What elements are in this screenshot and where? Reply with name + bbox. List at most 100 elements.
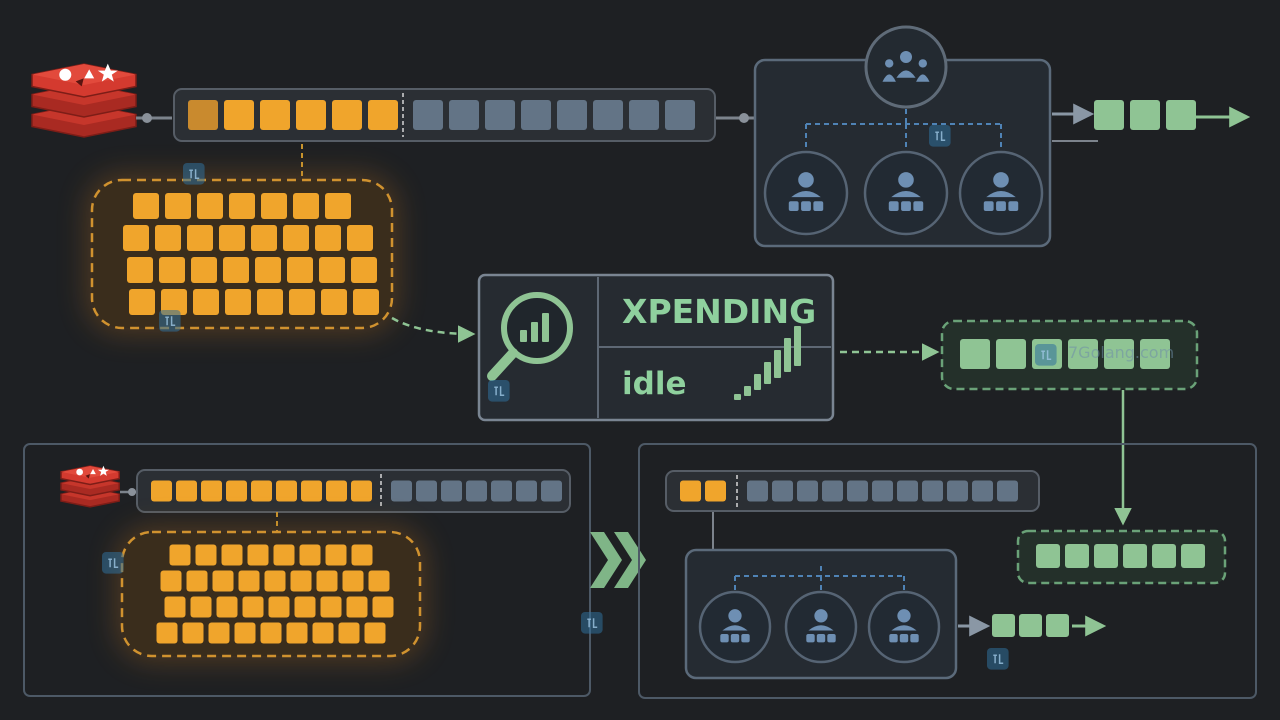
consumer-slot <box>720 634 729 643</box>
pending-entry <box>169 544 191 566</box>
acked-entry <box>972 480 993 502</box>
pending-entry <box>287 257 313 283</box>
acked-entry <box>847 480 868 502</box>
pending-entry <box>276 480 297 502</box>
pending-entry <box>123 225 149 251</box>
watermark-badge-icon <box>929 125 951 147</box>
acked-entry <box>747 480 768 502</box>
watermark-badge <box>1035 344 1057 366</box>
consumer-body <box>722 625 748 631</box>
pending-entry <box>247 544 269 566</box>
users-group-body <box>882 74 896 82</box>
consumer-head <box>728 609 742 623</box>
delivered-entry <box>1065 544 1089 568</box>
watermark-badge-icon <box>1035 344 1057 366</box>
watermark-glyph <box>993 654 1004 665</box>
redis-logo-icon <box>60 465 120 508</box>
pending-entry <box>155 225 181 251</box>
pending-entry <box>151 480 172 502</box>
pending-entry <box>251 480 272 502</box>
pending-entry <box>325 544 347 566</box>
pending-entry <box>187 225 213 251</box>
consumer-user-icon <box>698 590 772 664</box>
pending-entry <box>127 257 153 283</box>
redis-logo-mark <box>85 474 90 479</box>
users-group-head <box>885 59 894 68</box>
consumer-body <box>986 190 1016 198</box>
pending-entry <box>290 570 312 592</box>
pending-entry <box>326 480 347 502</box>
consumer-slot <box>827 634 836 643</box>
watermark-glyph <box>935 131 946 142</box>
pending-entry <box>195 544 217 566</box>
delivered-entry <box>1152 544 1176 568</box>
magnifier-chart-icon <box>487 292 573 381</box>
consumer-slot <box>788 201 799 212</box>
pending-entries-list-bottom <box>116 526 426 662</box>
pending-entry <box>161 289 187 315</box>
pending-entry <box>226 480 247 502</box>
watermark-badge <box>581 612 603 634</box>
delivered-entry <box>1046 614 1069 637</box>
watermark-badge <box>183 163 205 185</box>
signal-bar <box>744 386 751 396</box>
consumer-user-icon <box>784 590 858 664</box>
pending-entry <box>197 193 223 219</box>
producer-link-bottom <box>120 488 138 496</box>
consumer-head <box>798 172 814 188</box>
watermark-glyph <box>494 386 505 397</box>
pending-entry <box>191 257 217 283</box>
pending-entry <box>260 622 282 644</box>
pending-entry <box>368 100 398 130</box>
acked-entry <box>491 480 512 502</box>
pending-entry <box>257 289 283 315</box>
pending-entry <box>296 100 326 130</box>
acked-entry <box>872 480 893 502</box>
redis-logo-mark <box>90 469 96 475</box>
producer-link <box>136 113 172 123</box>
pending-entry <box>264 570 286 592</box>
pel-to-panel-arrow <box>391 316 476 343</box>
watermark-badge <box>102 552 124 574</box>
pending-entry <box>159 257 185 283</box>
consumer-head <box>814 609 828 623</box>
watermark-glyph <box>587 618 598 629</box>
consumer-body <box>891 625 917 631</box>
pending-entry <box>261 193 287 219</box>
redis-logo-mark <box>59 68 72 81</box>
delivered-entry <box>1019 614 1042 637</box>
acked-entry <box>772 480 793 502</box>
pending-entry <box>293 193 319 219</box>
pending-entry <box>160 570 182 592</box>
consumer-slot <box>910 634 919 643</box>
pending-entry <box>372 596 394 618</box>
consumer-head <box>993 172 1009 188</box>
users-group-head <box>918 59 927 68</box>
acked-entry <box>557 100 587 130</box>
signal-bar <box>764 362 771 384</box>
consumer-head <box>898 172 914 188</box>
delivered-entry <box>1166 100 1196 130</box>
pending-entry <box>320 596 342 618</box>
xpending-label: XPENDING <box>622 292 817 331</box>
double-chevron-right-icon <box>590 532 646 588</box>
users-group-body <box>916 74 930 82</box>
watermark-badge-icon <box>159 310 181 332</box>
consumer-slot <box>899 634 909 643</box>
pending-entry <box>289 289 315 315</box>
delivered-entry <box>1130 100 1160 130</box>
pending-entry <box>342 570 364 592</box>
consumer-body <box>808 625 834 631</box>
consumer-slot <box>741 634 750 643</box>
pending-entry <box>316 570 338 592</box>
acked-entry <box>391 480 412 502</box>
consumer-user-icon <box>867 590 941 664</box>
pending-entry <box>338 622 360 644</box>
watermark-badge-icon <box>183 163 205 185</box>
acked-entry <box>416 480 437 502</box>
pending-entry <box>368 570 390 592</box>
claimed-entries-box <box>840 319 1199 526</box>
pending-entry <box>315 225 341 251</box>
acked-entry <box>521 100 551 130</box>
watermark-badge-icon <box>581 612 603 634</box>
